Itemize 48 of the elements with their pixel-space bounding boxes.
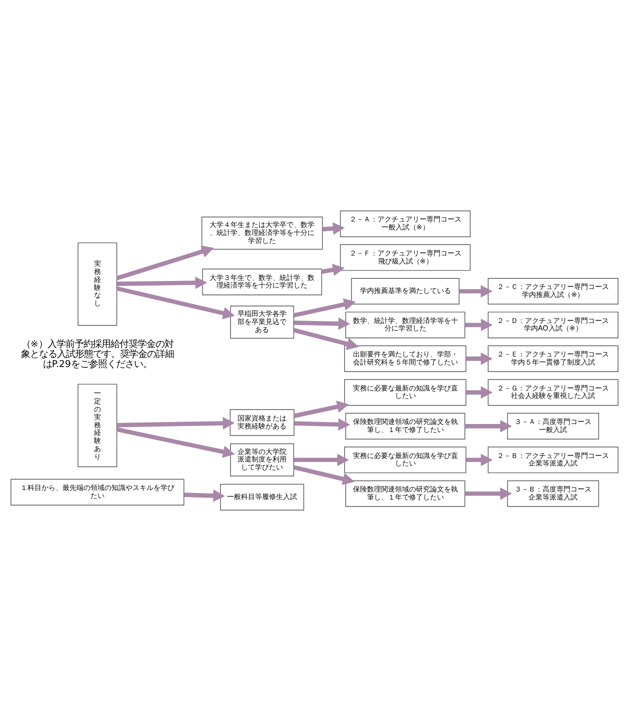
arrow [464,318,493,331]
node-box: 実務に必要な最新の知識を学び直したい [344,446,466,473]
node-box: 大学３年生で、数学、統計学、数理経済学等を十分に学習した [202,268,322,295]
arrow [466,386,493,398]
arrow [116,245,214,280]
node-box: 実務に必要な最新の知識を学び直したい [344,378,466,406]
node-box: ２－Ｅ：アクチュアリー専門コース 学内５年一貫修了制度入試 [488,344,618,372]
arrow [116,286,235,319]
arrow [466,453,493,466]
arrow [464,486,512,500]
arrow [459,284,493,297]
node-box: 一定の実務経験あり [78,383,118,467]
node-box: 早稲田大学各学部を卒業見込である [230,305,294,338]
node-box: 保険数理関連領域の研究論文を執筆し、１年で修了したい [345,412,466,439]
node-box: １科目から、最先端の領域の知識やスキルを学びたい [10,478,184,505]
arrow [294,400,349,418]
arrow [293,298,356,317]
node-box: 出願要件を満たしており、学部・会計研究科を５年間で修了したい [344,344,466,372]
node-box: 一般科目等履修生入試 [220,483,304,510]
arrow [321,263,345,276]
node-box: ２－Ｃ：アクチュアリー専門コース 学内推薦入試（※） [488,277,618,304]
arrow [293,464,355,485]
arrow [294,418,350,430]
arrow [294,453,350,466]
node-box: 実務経験なし [78,242,118,326]
node-box: ２－Ｄ：アクチュアリー専門コース 学内AO入試（※） [488,311,618,338]
label: （※）入学前予約採用給付奨学金の対象となる入試形態です。奨学金の詳細はP.29をご参照ください。 [20,338,174,370]
arrow [294,316,350,330]
node-box: 保険数理関連領域の研究論文を執筆し、１年で修了したい [345,480,466,506]
arrow [464,419,512,432]
node-box: ２－Ｆ：アクチュアリー専門コース 飛び級入試（※） [340,244,471,270]
arrow [116,426,235,458]
node-box: 数学、統計学、数理経済学等を十分に学習した [345,311,466,338]
node-box: ２－Ｂ：アクチュアリー専門コース 企業等派遣入試 [488,446,618,473]
arrow [466,352,493,364]
node-box: 企業等の大学院派遣制度を利用して学びたい [230,442,294,476]
node-box: 学内推薦基準を満たしている [351,277,460,304]
node-box: 大学４年生または大学卒で、数学、統計学、数理経済学等を十分に学習した [201,216,323,250]
node-box: 国家資格または実務経験がある [230,408,294,436]
arrow [293,328,359,350]
arrow [322,222,345,234]
node-box: ２－Ｇ：アクチュアリー専門コース 社会人経験を重視した入試 [488,378,618,406]
arrow [116,276,208,288]
node-box: ２－Ａ：アクチュアリー専門コース 一般入試（※） [340,210,471,237]
arrow [184,489,226,502]
node-box: ３－Ｂ：高度専門コース 企業等派遣入試 [507,480,600,506]
arrow [116,416,235,429]
node-box: ３－Ａ：高度専門コース 一般入試 [507,412,600,439]
